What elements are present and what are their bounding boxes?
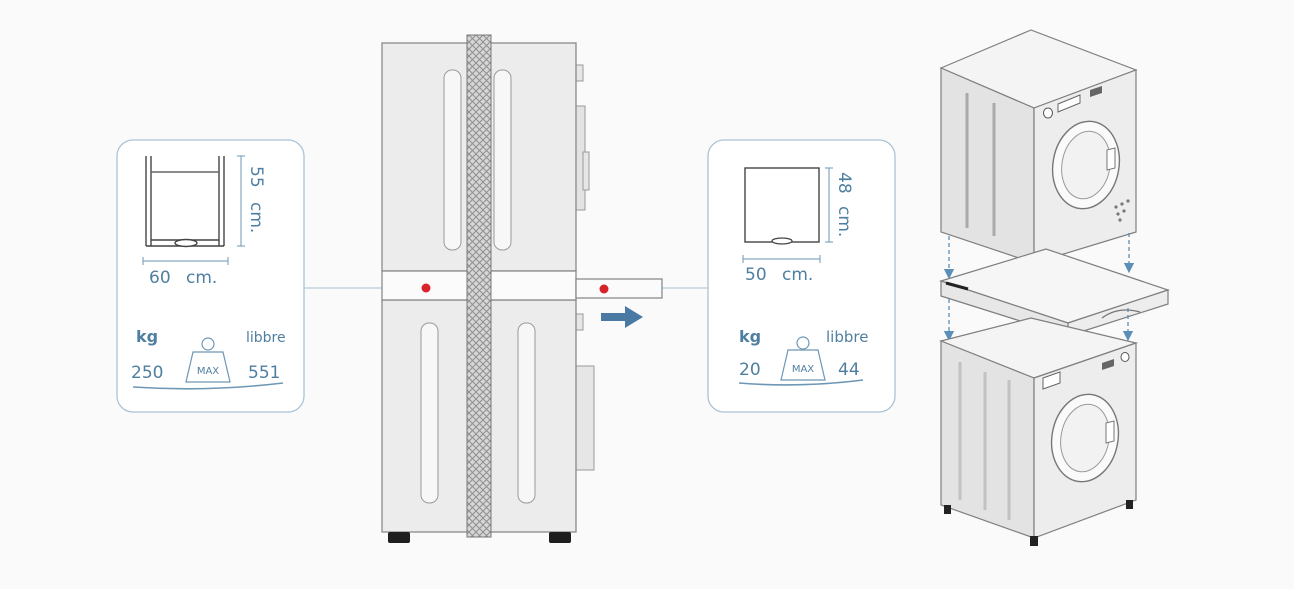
- washer-dryer-stack-illustration: [939, 29, 1170, 546]
- right-kg-value: 20: [739, 360, 761, 380]
- left-max-label: MAX: [197, 366, 219, 377]
- right-width-unit: cm.: [782, 265, 813, 285]
- left-height-value: 55: [246, 166, 266, 188]
- shelf-icon: [744, 167, 820, 245]
- left-height-unit: cm.: [246, 202, 266, 233]
- marker-dot-center: [421, 283, 431, 293]
- weight-icon: MAX: [780, 336, 826, 381]
- top-dryer: [939, 29, 1138, 264]
- frame-icon: [145, 156, 225, 248]
- stacking-shelf: [939, 248, 1170, 337]
- right-max-label: MAX: [792, 364, 814, 375]
- right-spec-panel: 48 cm. 50 cm. kg libbre 20 44 MAX: [707, 139, 896, 413]
- left-width-value: 60: [149, 268, 171, 288]
- right-height-value: 48: [834, 172, 854, 194]
- left-lb-value: 551: [248, 363, 280, 383]
- right-lb-label: libbre: [826, 328, 868, 346]
- safety-strap: [466, 34, 492, 538]
- right-kg-label: kg: [739, 327, 761, 346]
- left-lb-label: libbre: [246, 330, 286, 346]
- bottom-washer: [939, 317, 1139, 546]
- right-height-unit: cm.: [834, 206, 854, 237]
- marker-dot-shelf: [599, 284, 609, 294]
- right-width-value: 50: [745, 265, 767, 285]
- left-kg-value: 250: [131, 363, 163, 383]
- left-width-unit: cm.: [186, 268, 217, 288]
- pull-direction-arrow: [601, 306, 643, 328]
- left-spec-panel: 55 cm. 60 cm. kg libbre 250 551 MAX: [116, 139, 305, 413]
- pull-out-shelf: [575, 278, 663, 299]
- right-lb-value: 44: [838, 360, 860, 380]
- stacked-appliance-front-view: [381, 34, 663, 543]
- weight-icon: MAX: [185, 337, 231, 383]
- left-kg-label: kg: [136, 327, 158, 346]
